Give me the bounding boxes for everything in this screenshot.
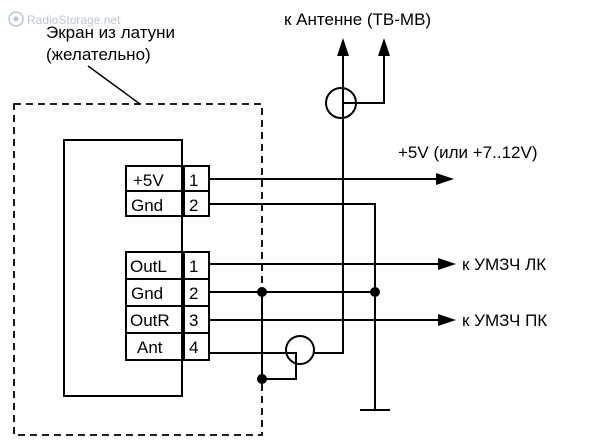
watermark-text: RadioStorage.net: [27, 13, 121, 27]
wire-ground-top: [209, 203, 376, 410]
arrow-icon: [438, 258, 456, 270]
arrow-icon: [337, 38, 349, 56]
pin-label-outl: OutL: [130, 257, 167, 276]
right-channel-label: к УМЗЧ ПК: [462, 311, 547, 330]
power-label: +5V (или +7..12V): [398, 143, 537, 162]
pin-label-gnd: Gnd: [131, 284, 163, 303]
pin-label-outr: OutR: [130, 311, 170, 330]
watermark-logo-icon: [8, 11, 24, 27]
shield-label-line1: Экран из латуни: [46, 23, 175, 42]
pin-label-gnd: Gnd: [131, 196, 163, 215]
pin-number: 1: [189, 171, 198, 190]
brass-shield-outline: [13, 103, 263, 436]
pin-label-5v: +5V: [133, 171, 164, 190]
wire-antenna-feed: [314, 56, 344, 354]
connector-top: +5V 1 Gnd 2: [125, 165, 210, 217]
pin-number: 2: [189, 284, 198, 303]
wire-antenna-return: [343, 56, 385, 104]
arrow-icon: [378, 38, 390, 56]
pin-number: 3: [189, 311, 198, 330]
pin-number: 4: [189, 338, 198, 357]
left-channel-label: к УМЗЧ ЛК: [462, 255, 546, 274]
wire-antenna-loop: [262, 352, 297, 380]
arrow-icon: [438, 314, 456, 326]
module-body: [63, 139, 183, 397]
pin-label-ant: Ant: [137, 338, 163, 357]
pin-number: 2: [189, 196, 198, 215]
pin-number: 1: [189, 257, 198, 276]
arrow-icon: [436, 173, 454, 185]
junction-dot-icon: [370, 287, 380, 297]
shield-label-leader: [87, 65, 141, 105]
connector-bottom: OutL 1 Gnd 2 OutR 3 Ant 4: [125, 251, 210, 361]
antenna-label: к Антенне (ТВ-МВ): [284, 10, 431, 29]
shield-label-line2: (желательно): [46, 45, 151, 64]
ferrite-ring-icon: [285, 335, 315, 365]
